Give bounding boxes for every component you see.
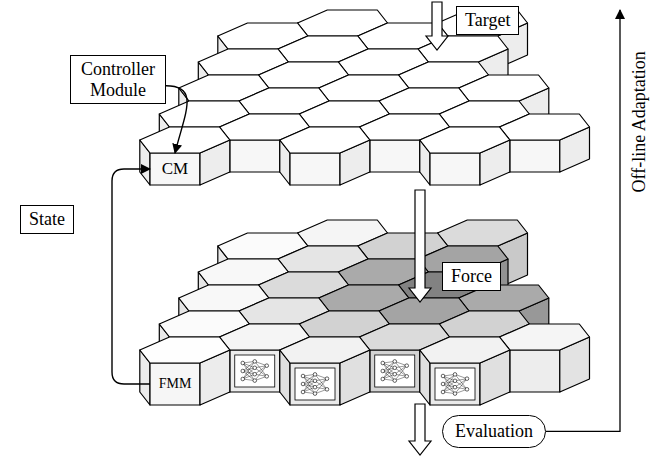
hex-front-face: [230, 140, 280, 172]
hex-front-face: [430, 363, 480, 405]
connector-arrow: [112, 169, 150, 384]
node-text: CM: [162, 159, 188, 179]
network-icon-neuron: [441, 390, 445, 394]
label-box: Controller Module: [70, 55, 166, 104]
network-icon-neuron: [253, 366, 257, 370]
hex-front-face: [370, 350, 420, 392]
hex-front-face: [370, 140, 420, 172]
network-icon-frame: [435, 368, 475, 400]
node-text: Evaluation: [455, 421, 533, 442]
network-icon-neuron: [393, 366, 397, 370]
network-icon-neuron: [313, 373, 317, 377]
network-icon-neuron: [241, 377, 245, 381]
hex-front-face-label: FMM: [150, 363, 200, 405]
network-icon-frame: [235, 355, 275, 387]
hex-front-face: [150, 363, 200, 405]
network-icon-neuron: [453, 385, 457, 389]
network-icon-neuron: [241, 369, 245, 373]
node-text: State: [29, 209, 65, 230]
network-icon-neuron: [325, 377, 329, 381]
network-icon-neuron: [313, 379, 317, 383]
hex-top-face: [420, 127, 510, 153]
hex-top-face: [420, 337, 510, 363]
label-box: State: [20, 205, 74, 234]
hex-front-face: [230, 350, 280, 392]
network-icon-neuron: [301, 382, 305, 386]
network-icon-neuron: [325, 388, 329, 392]
network-icon-frame: [295, 368, 335, 400]
hex-front-face: [290, 363, 340, 405]
network-icon-neuron: [393, 379, 397, 383]
network-icon-neuron: [241, 361, 245, 365]
network-icon-neuron: [301, 374, 305, 378]
network-icon-neuron: [265, 375, 269, 379]
label-box: Target: [456, 6, 519, 35]
hex-front-face-label: CM: [150, 153, 200, 185]
network-icon-neuron: [453, 373, 457, 377]
network-icon-neuron: [393, 360, 397, 364]
network-icon-neuron: [441, 382, 445, 386]
network-icon-neuron: [301, 390, 305, 394]
target-arrow: [426, 2, 448, 50]
force-arrow: [409, 190, 431, 302]
hex-top-face: [140, 127, 230, 153]
network-icon-neuron: [253, 372, 257, 376]
evaluation-box: Evaluation: [442, 415, 546, 448]
network-icon-neuron: [313, 385, 317, 389]
hex-top-face: [140, 337, 230, 363]
node-text: Target: [465, 10, 510, 31]
network-icon-neuron: [381, 369, 385, 373]
network-icon-neuron: [253, 360, 257, 364]
node-text: Force: [451, 266, 492, 287]
hex-top-face: [459, 75, 549, 101]
node-text: FMM: [159, 376, 192, 392]
network-icon-neuron: [253, 379, 257, 383]
network-icon-neuron: [441, 374, 445, 378]
hex-front-face: [510, 140, 560, 172]
adaptation-line: [546, 10, 620, 431]
network-icon-neuron: [381, 361, 385, 365]
hex-top-face: [438, 220, 528, 246]
connector-arrow: [166, 86, 187, 153]
hex-front-face: [150, 153, 200, 185]
hex-front-face: [430, 153, 480, 185]
network-icon-neuron: [393, 372, 397, 376]
network-icon-neuron: [265, 364, 269, 368]
hex-top-face: [280, 337, 370, 363]
hex-front-face: [290, 153, 340, 185]
network-icon-neuron: [405, 375, 409, 379]
network-icon-neuron: [453, 392, 457, 396]
vertical-label: Off-line Adaptation: [630, 51, 650, 192]
network-icon-neuron: [313, 392, 317, 396]
network-icon-frame: [375, 355, 415, 387]
hex-front-face: [510, 350, 560, 392]
network-icon-neuron: [465, 377, 469, 381]
node-text: Controller Module: [79, 59, 157, 100]
label-box: Force: [442, 262, 501, 291]
network-icon-neuron: [465, 388, 469, 392]
network-icon-neuron: [381, 377, 385, 381]
hex-top-face: [280, 127, 370, 153]
hex-top-face: [500, 324, 590, 350]
network-icon-neuron: [405, 364, 409, 368]
output-arrow: [409, 404, 431, 455]
network-icon-neuron: [453, 379, 457, 383]
hex-top-face: [500, 114, 590, 140]
